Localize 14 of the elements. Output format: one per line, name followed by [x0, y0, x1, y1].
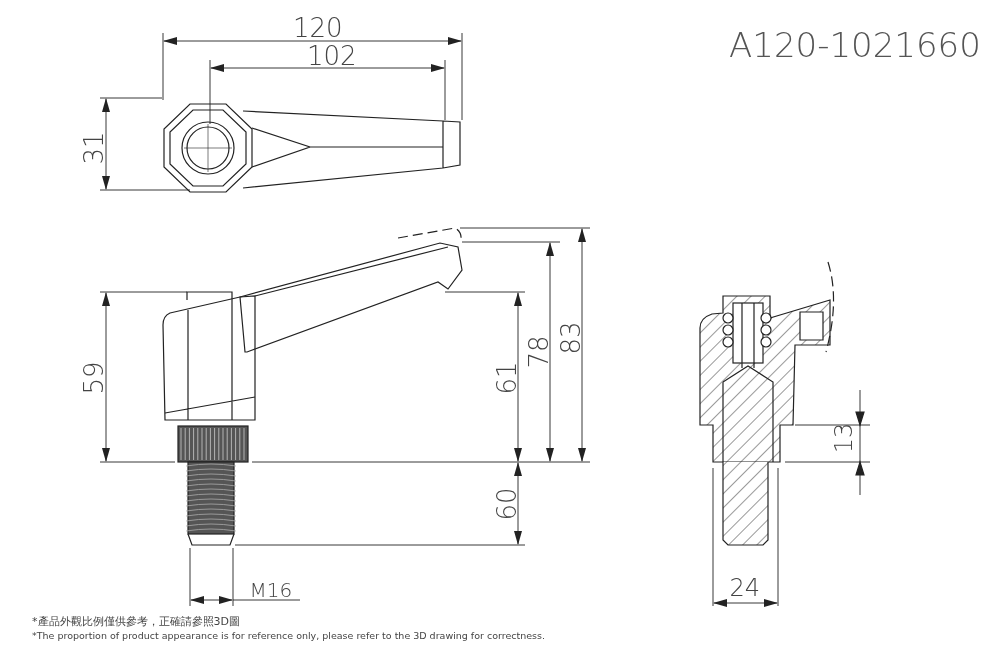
dimension-value: 60 — [493, 487, 520, 521]
dimension-value: 24 — [729, 576, 761, 600]
part-number-title: A120-1021660 — [729, 28, 981, 62]
dimension-value: 120 — [293, 15, 343, 41]
footnote: *The proportion of product appearance is for reference only, please refer to the 3D drawing for correctness. — [32, 631, 545, 641]
footnote: *產品外觀比例僅供參考，正確請參照3D圖 — [32, 616, 240, 627]
dimension-value: 59 — [80, 361, 107, 395]
dimension-value: 61 — [493, 361, 520, 395]
dimension-value: M16 — [249, 580, 293, 600]
dimension-value: 31 — [80, 131, 107, 165]
dimension-value: 83 — [557, 321, 584, 355]
dimension-value: 13 — [831, 422, 856, 454]
dimension-value: 102 — [307, 43, 357, 69]
dimension-value: 78 — [525, 335, 552, 369]
